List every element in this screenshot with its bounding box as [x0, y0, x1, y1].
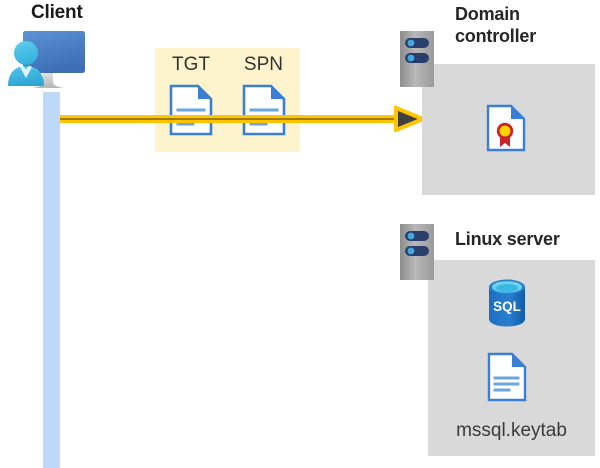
server-rack-icon [400, 31, 434, 87]
sql-database-icon: SQL [486, 278, 528, 328]
linux-server-title: Linux server [455, 229, 560, 249]
client-lifeline [43, 92, 60, 468]
server-rack-icon [400, 224, 434, 280]
keytab-document-icon [487, 352, 527, 402]
certificate-document-icon [486, 104, 526, 152]
client-title: Client [31, 2, 83, 23]
svg-text:SQL: SQL [493, 299, 521, 314]
keytab-filename-label: mssql.keytab [456, 420, 567, 441]
message-label-spn: SPN [243, 54, 283, 75]
domain-controller-title: Domain controller [455, 3, 595, 47]
request-arrow [60, 105, 429, 133]
domain-controller-title-line1: Domain [455, 4, 520, 24]
domain-controller-title-line2: controller [455, 26, 537, 46]
message-labels: TGT SPN [155, 54, 300, 76]
client-computer-user-icon [6, 26, 92, 98]
message-label-tgt: TGT [171, 54, 210, 75]
